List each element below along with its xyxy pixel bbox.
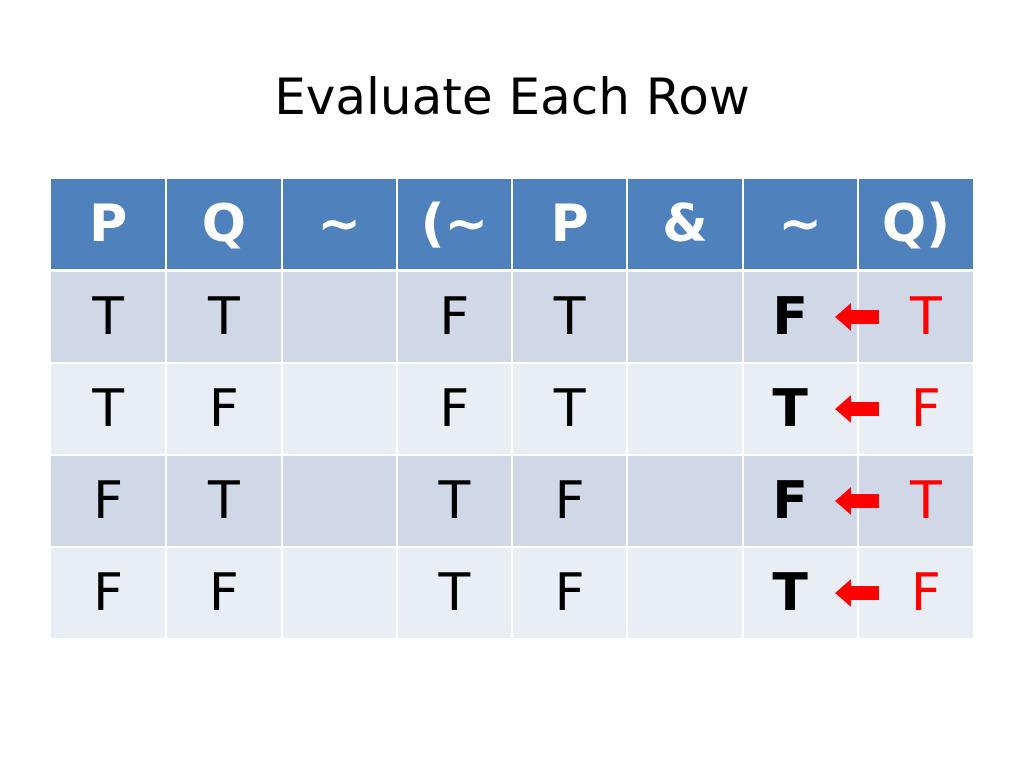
cell-and — [627, 455, 744, 548]
cell-q: F — [166, 547, 283, 640]
cell-q-source-value: T — [909, 471, 942, 531]
header-row: P Q ~ (~ P & ~ Q) — [51, 179, 973, 272]
header-cell-p: P — [51, 179, 168, 272]
table-row: T F F T T F — [51, 363, 973, 456]
cell-not-q-value: F — [772, 471, 808, 531]
cell-not-q-value: T — [772, 563, 808, 623]
cell-not-p: F — [396, 270, 514, 364]
cell-p2: T — [512, 363, 629, 456]
cell-not-q: F — [742, 455, 879, 548]
cell-p: F — [51, 547, 168, 640]
header-cell-open-not: (~ — [396, 179, 514, 272]
cell-not-p: F — [396, 363, 514, 456]
cell-p: T — [51, 270, 168, 364]
cell-not — [281, 547, 398, 640]
cell-not-q-value: T — [772, 379, 808, 439]
truth-table: P Q ~ (~ P & ~ Q) T T F T F — [51, 179, 973, 640]
cell-p2: F — [512, 547, 629, 640]
cell-not-q: F — [742, 270, 879, 364]
table-row: T T F T F T — [51, 270, 973, 364]
cell-not-p: T — [396, 547, 514, 640]
left-arrow-icon — [834, 395, 879, 423]
cell-not-p: T — [396, 455, 514, 548]
cell-and — [627, 270, 744, 364]
cell-q-source: T — [857, 270, 973, 364]
cell-and — [627, 547, 744, 640]
cell-not-q-value: F — [772, 287, 808, 347]
cell-q: T — [166, 270, 283, 364]
table-row: F T T F F T — [51, 455, 973, 548]
table-row: F F T F T F — [51, 547, 973, 640]
header-cell-not: ~ — [281, 179, 398, 272]
cell-q-source: T — [857, 455, 973, 548]
cell-q: F — [166, 363, 283, 456]
cell-q-source-value: F — [910, 379, 941, 439]
header-cell-not2: ~ — [742, 179, 859, 272]
cell-not — [281, 270, 398, 364]
cell-q-source-value: F — [910, 563, 941, 623]
cell-not — [281, 363, 398, 456]
header-cell-p2: P — [512, 179, 629, 272]
header-cell-q: Q — [166, 179, 283, 272]
cell-p2: F — [512, 455, 629, 548]
cell-q: T — [166, 455, 283, 548]
left-arrow-icon — [834, 303, 879, 331]
cell-p2: T — [512, 270, 629, 364]
cell-not-q: T — [742, 363, 879, 456]
cell-p: T — [51, 363, 168, 456]
cell-p: F — [51, 455, 168, 548]
cell-not-q: T — [742, 547, 879, 640]
cell-q-source-value: T — [909, 287, 942, 347]
header-cell-and: & — [627, 179, 744, 272]
cell-and — [627, 363, 744, 456]
header-cell-q-close: Q) — [857, 179, 973, 272]
slide-title: Evaluate Each Row — [274, 68, 750, 126]
left-arrow-icon — [834, 487, 879, 515]
cell-not — [281, 455, 398, 548]
left-arrow-icon — [834, 579, 879, 607]
